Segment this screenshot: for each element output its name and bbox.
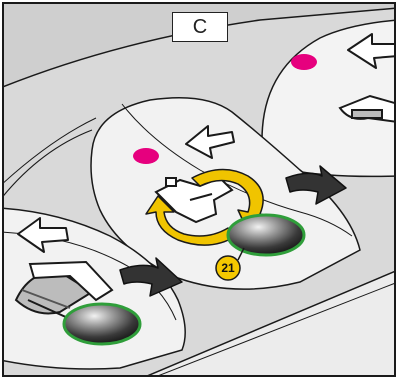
device-front-face xyxy=(145,270,395,376)
latch-icon xyxy=(154,176,234,224)
rear-button[interactable] xyxy=(62,302,142,346)
indicator-dot-middle xyxy=(133,148,159,164)
callout-number: 21 xyxy=(221,261,235,275)
top-ridge xyxy=(3,3,395,88)
callout-marker xyxy=(215,255,241,281)
middle-tray-inner-line xyxy=(121,103,353,237)
push-arrow-icon xyxy=(347,33,395,69)
press-direction-arrow-icon xyxy=(119,257,183,297)
tray-separator xyxy=(3,129,93,198)
panel-label: C xyxy=(172,12,228,42)
device-edge-line xyxy=(156,282,395,376)
indicator-dot-right xyxy=(291,54,317,70)
push-arrow-icon xyxy=(17,217,69,253)
outer-edge-line xyxy=(3,117,97,184)
latch-icon xyxy=(338,94,395,123)
press-direction-arrow-icon xyxy=(285,165,347,205)
diagram-frame xyxy=(2,2,396,377)
latch-icon xyxy=(14,260,114,320)
push-arrow-icon xyxy=(185,125,235,159)
front-button[interactable] xyxy=(226,213,306,257)
callout-leader xyxy=(237,247,245,261)
